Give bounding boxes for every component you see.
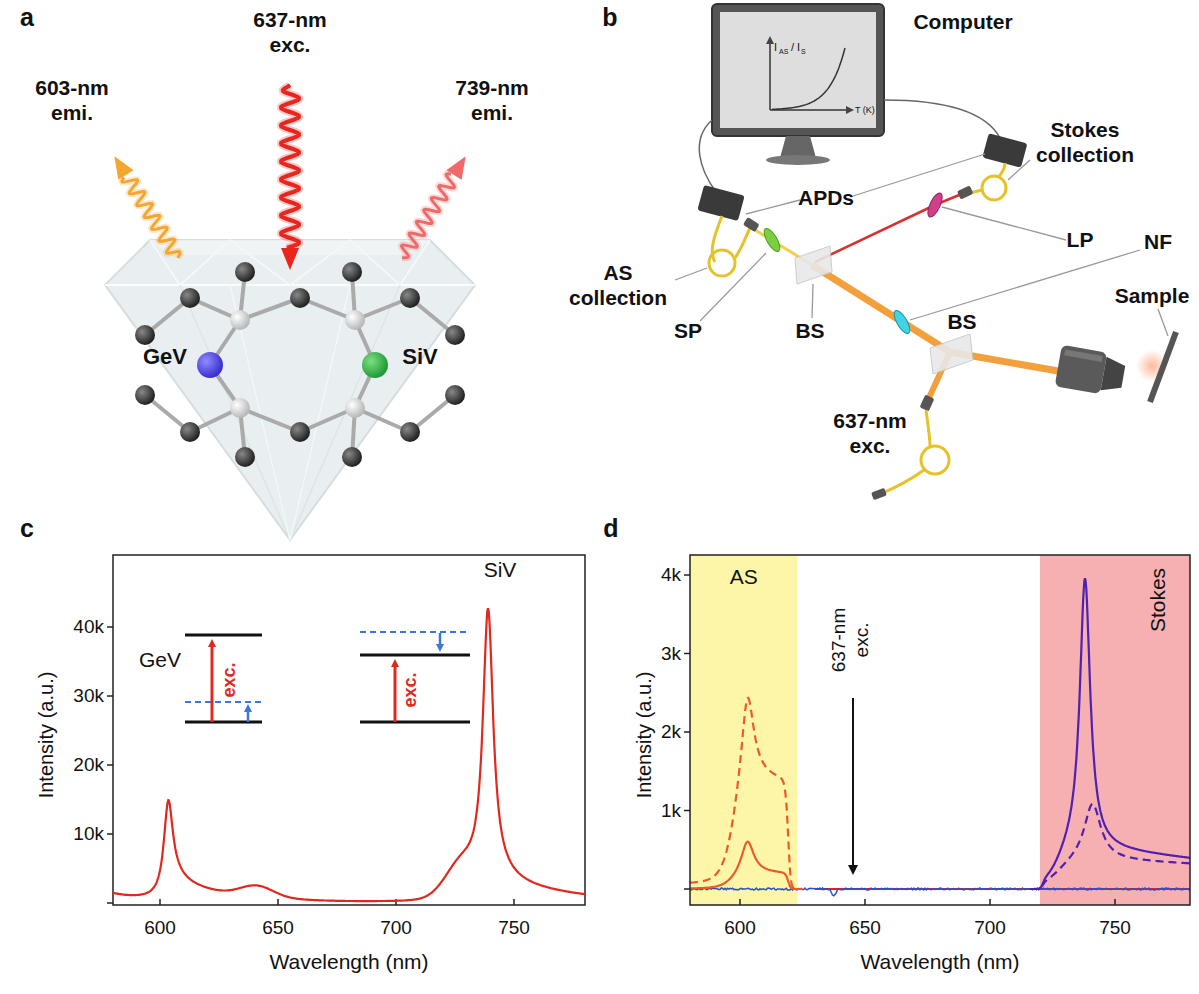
excitation-label: 637-nm exc. (248, 7, 332, 57)
component-label: NF (1144, 229, 1172, 254)
screen-text: S (801, 48, 806, 56)
component-label: BS (947, 309, 976, 334)
axis-title: Wavelength (nm) (269, 949, 428, 974)
carbon-atom (445, 325, 465, 345)
carbon-atom (180, 422, 200, 442)
emission-label: 603-nm emi. (30, 75, 114, 125)
carbon-atom (290, 422, 310, 442)
screen-text: / (791, 41, 794, 54)
light-waves (114, 85, 465, 270)
carbon-atom (445, 385, 465, 405)
wave-arrowhead (281, 248, 299, 270)
panel-letter: a (20, 2, 34, 32)
defect-label: GeV (143, 344, 187, 370)
tick-label: 10k (73, 823, 104, 846)
carbon-atom (290, 288, 310, 308)
pl-spectrum (113, 608, 585, 901)
germanium-atom (197, 352, 223, 378)
tick-label: 2k (661, 721, 681, 744)
component-label: AS collection (561, 260, 676, 310)
carbon-atom (135, 385, 155, 405)
filtered-spectrum-plot (684, 555, 1190, 905)
optical-setup (675, 4, 1176, 500)
spectrum-plot (107, 555, 585, 905)
screen-text: I (774, 41, 777, 54)
noise-trace (690, 888, 1190, 896)
vacancy-site (230, 398, 250, 418)
tick-label: 600 (724, 917, 756, 940)
tick-label: 600 (144, 917, 176, 940)
component-label: Sample (1115, 283, 1190, 308)
tick-label: 750 (498, 917, 530, 940)
screen-text: T (K) (855, 105, 875, 116)
component-label: SP (674, 318, 702, 343)
vacancy-site (345, 310, 365, 330)
tick-label: 650 (849, 917, 881, 940)
tick-label: 20k (73, 754, 104, 777)
stokes-band: Stokes (1040, 555, 1190, 905)
diamond-gem (105, 240, 475, 540)
wave-glow (281, 85, 299, 248)
wave-arrowhead (446, 156, 465, 179)
carbon-atom (400, 288, 420, 308)
silicon-atom (362, 352, 388, 378)
tick-label: 40k (73, 616, 104, 639)
wave-arrowhead (114, 156, 133, 179)
transition-label: exc. (400, 672, 422, 707)
carbon-atom (180, 288, 200, 308)
component-label: APDs (798, 185, 854, 210)
screen-text: AS (779, 48, 788, 56)
axis-title: Intensity (a.u.) (632, 672, 656, 799)
as-trace-solid (690, 842, 803, 889)
as-band: AS (690, 555, 798, 905)
axis-title: Intensity (a.u.) (34, 672, 58, 799)
light-wave (122, 177, 180, 258)
wave-glow (122, 177, 180, 258)
carbon-atom (235, 262, 255, 282)
as-trace-dashed (690, 698, 803, 889)
component-label: LP (1067, 227, 1094, 252)
wave-glow (402, 174, 455, 258)
tick-label: 1k (661, 799, 681, 822)
axis-title: Wavelength (nm) (860, 949, 1019, 974)
component-label: 637-nm exc. (828, 408, 912, 458)
tick-label: 3k (661, 642, 681, 665)
vacancy-site (230, 310, 250, 330)
tick-label: 750 (1099, 917, 1131, 940)
tick-label: 30k (73, 685, 104, 708)
energy-level-inset (185, 632, 470, 722)
band-label: AS (730, 564, 758, 589)
stokes-trace-dashed (1030, 804, 1190, 889)
emission-label: 739-nm emi. (450, 75, 534, 125)
crystal-lattice (135, 262, 465, 467)
transition-label: exc. (219, 662, 241, 697)
vacancy-site (345, 398, 365, 418)
tick-label: 4k (661, 564, 681, 587)
laser-marker-label: 637-nm exc. (828, 604, 874, 676)
band-label: Stokes (1145, 568, 1170, 632)
peak-label: GeV (139, 647, 181, 672)
panel-letter: b (602, 2, 617, 32)
carbon-atom (135, 325, 155, 345)
component-label: BS (795, 318, 824, 343)
component-label: Computer (913, 9, 1012, 34)
carbon-atom (342, 447, 362, 467)
light-wave (402, 174, 455, 258)
panel-letter: d (603, 513, 618, 543)
carbon-atom (400, 422, 420, 442)
tick-label: 700 (380, 917, 412, 940)
peak-label: SiV (484, 557, 517, 582)
carbon-atom (342, 262, 362, 282)
tick-label: 700 (974, 917, 1006, 940)
defect-label: SiV (402, 344, 437, 370)
component-label: Stokes collection (1028, 117, 1143, 167)
light-wave (281, 85, 299, 248)
panel-letter: c (20, 513, 34, 543)
carbon-atom (235, 447, 255, 467)
screen-text: I (797, 41, 800, 54)
tick-label: 650 (262, 917, 294, 940)
